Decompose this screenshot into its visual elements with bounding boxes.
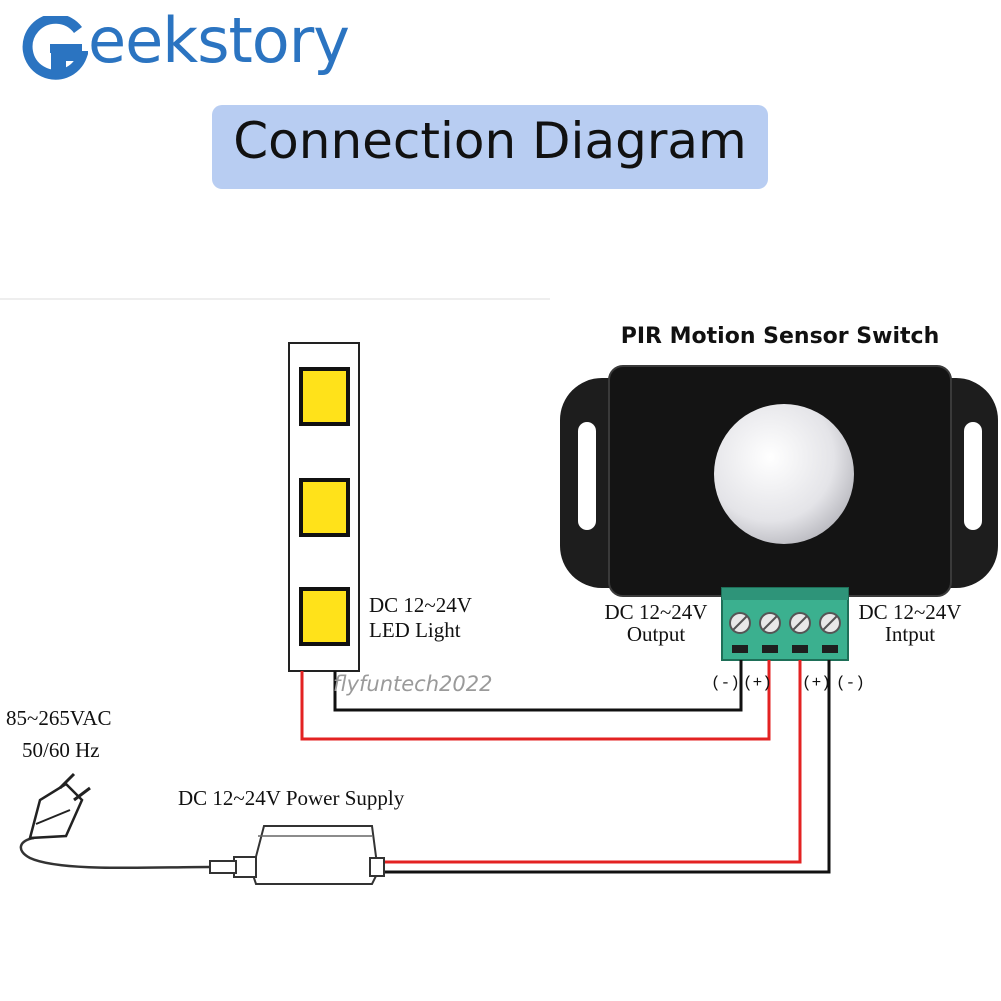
terminal-label: (-) <box>711 674 740 692</box>
ac-plug-icon <box>28 772 91 840</box>
supply-negative-wire <box>382 660 831 874</box>
led-negative-wire <box>333 660 743 712</box>
led-label-voltage: DC 12~24V <box>369 593 472 617</box>
output-label-name: Output <box>626 622 686 646</box>
power-supply-unit <box>209 825 385 885</box>
ac-cable <box>19 836 211 870</box>
page-title: Connection Diagram <box>233 112 747 170</box>
pir-sensor <box>560 365 998 597</box>
led-positive-wire <box>300 660 771 741</box>
title-banner <box>212 105 768 189</box>
terminal-label: (-) <box>836 674 865 692</box>
pir-lens <box>714 404 854 544</box>
watermark: flyfuntech2022 <box>333 672 493 696</box>
ac-frequency-label: 50/60 Hz <box>22 738 100 762</box>
terminal-label: (+) <box>802 674 831 692</box>
supply-positive-wire <box>382 660 802 864</box>
terminal-label: (+) <box>743 674 772 692</box>
sensor-title: PIR Motion Sensor Switch <box>620 324 940 349</box>
geekstory-logo-icon <box>22 16 88 80</box>
terminal-block <box>721 587 849 661</box>
ac-voltage-label: 85~265VAC <box>6 706 112 730</box>
input-label-voltage: DC 12~24V <box>858 600 962 624</box>
output-label-voltage: DC 12~24V <box>604 600 708 624</box>
power-supply-label: DC 12~24V Power Supply <box>178 786 405 810</box>
brand-name: eekstory <box>88 4 350 77</box>
input-label-name: Intput <box>884 622 936 646</box>
led-label-name: LED Light <box>369 618 461 642</box>
led-strip <box>288 342 360 672</box>
